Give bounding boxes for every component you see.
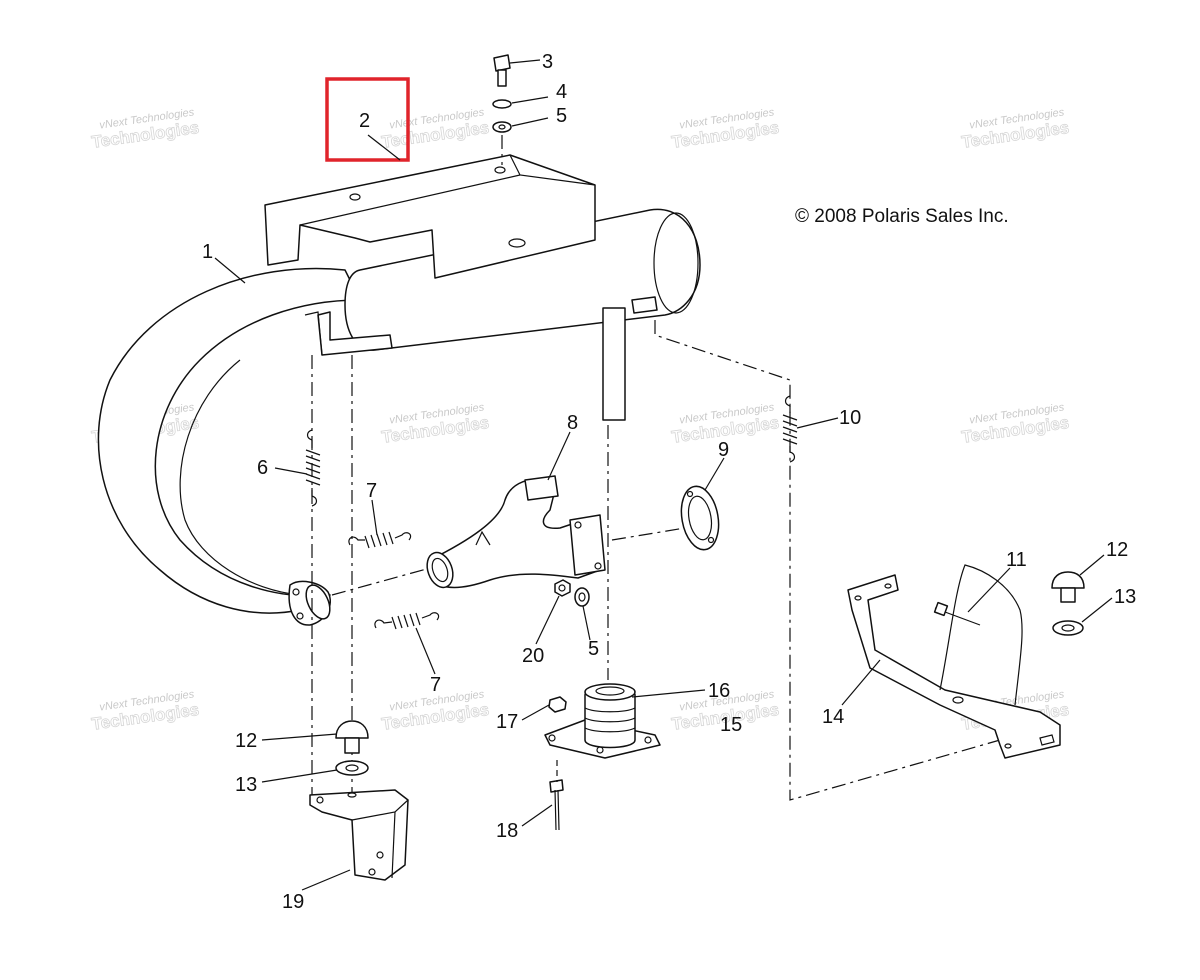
- bolt-part-3[interactable]: [493, 54, 511, 87]
- callout-13-left[interactable]: 13: [235, 774, 257, 796]
- washer-part-4[interactable]: [492, 99, 512, 109]
- leader-lines: [214, 59, 1113, 891]
- spring-part-6[interactable]: [305, 429, 321, 507]
- washer-part-5-lower[interactable]: [574, 587, 590, 607]
- washer-part-5[interactable]: [492, 121, 512, 133]
- y-pipe-part-8[interactable]: [423, 475, 606, 591]
- callout-7-lower[interactable]: 7: [430, 674, 441, 696]
- nut-part-17[interactable]: [548, 696, 567, 713]
- callout-16[interactable]: 16: [708, 680, 730, 702]
- center-lines: [311, 135, 1001, 801]
- highlight-box: [325, 77, 410, 162]
- grommet-part-12-left[interactable]: [335, 720, 369, 754]
- spring-part-10[interactable]: [782, 395, 798, 463]
- callout-20[interactable]: 20: [522, 645, 544, 667]
- callout-15[interactable]: 15: [720, 714, 742, 736]
- callout-8[interactable]: 8: [567, 412, 578, 434]
- washer-part-13-left[interactable]: [335, 760, 369, 776]
- spring-part-7-lower[interactable]: [374, 612, 440, 630]
- callout-12-right[interactable]: 12: [1106, 539, 1128, 561]
- callout-9[interactable]: 9: [718, 439, 729, 461]
- bracket-part-19[interactable]: [309, 789, 409, 881]
- callout-14[interactable]: 14: [822, 706, 844, 728]
- callouts: 1 2 3 4 5 5 6 7 7 8 9 10 11 12 12 13 13 …: [202, 51, 1136, 913]
- callout-3[interactable]: 3: [542, 51, 553, 73]
- callout-7-upper[interactable]: 7: [366, 480, 377, 502]
- callout-2[interactable]: 2: [359, 110, 370, 132]
- washer-hole: [498, 124, 506, 130]
- bolt-part-18[interactable]: [549, 760, 564, 831]
- grommet-part-12-right[interactable]: [1051, 571, 1085, 603]
- callout-10[interactable]: 10: [839, 407, 861, 429]
- callout-5-lower[interactable]: 5: [588, 638, 599, 660]
- callout-4[interactable]: 4: [556, 81, 567, 103]
- callout-12-left[interactable]: 12: [235, 730, 257, 752]
- exhaust-pipe-part-1[interactable]: [97, 267, 361, 626]
- callout-13-right[interactable]: 13: [1114, 586, 1136, 608]
- callout-5[interactable]: 5: [556, 105, 567, 127]
- gasket-part-9[interactable]: [677, 483, 724, 552]
- callout-17[interactable]: 17: [496, 711, 518, 733]
- callout-11[interactable]: 11: [1006, 549, 1027, 571]
- callout-6[interactable]: 6: [257, 457, 268, 479]
- callout-19[interactable]: 19: [282, 891, 304, 913]
- copyright-text: © 2008 Polaris Sales Inc.: [795, 206, 1009, 227]
- bracket-part-14[interactable]: [847, 564, 1061, 759]
- heat-shield-part-2[interactable]: [264, 154, 596, 279]
- isolator-part-16[interactable]: [584, 683, 636, 749]
- pin-part-11[interactable]: [933, 601, 981, 626]
- callout-1[interactable]: 1: [202, 241, 213, 263]
- nut-part-20[interactable]: [554, 579, 571, 597]
- washer-part-13-right[interactable]: [1052, 620, 1084, 636]
- callout-18[interactable]: 18: [496, 820, 518, 842]
- spring-part-7-upper[interactable]: [348, 531, 412, 549]
- muffler-body: [304, 208, 701, 421]
